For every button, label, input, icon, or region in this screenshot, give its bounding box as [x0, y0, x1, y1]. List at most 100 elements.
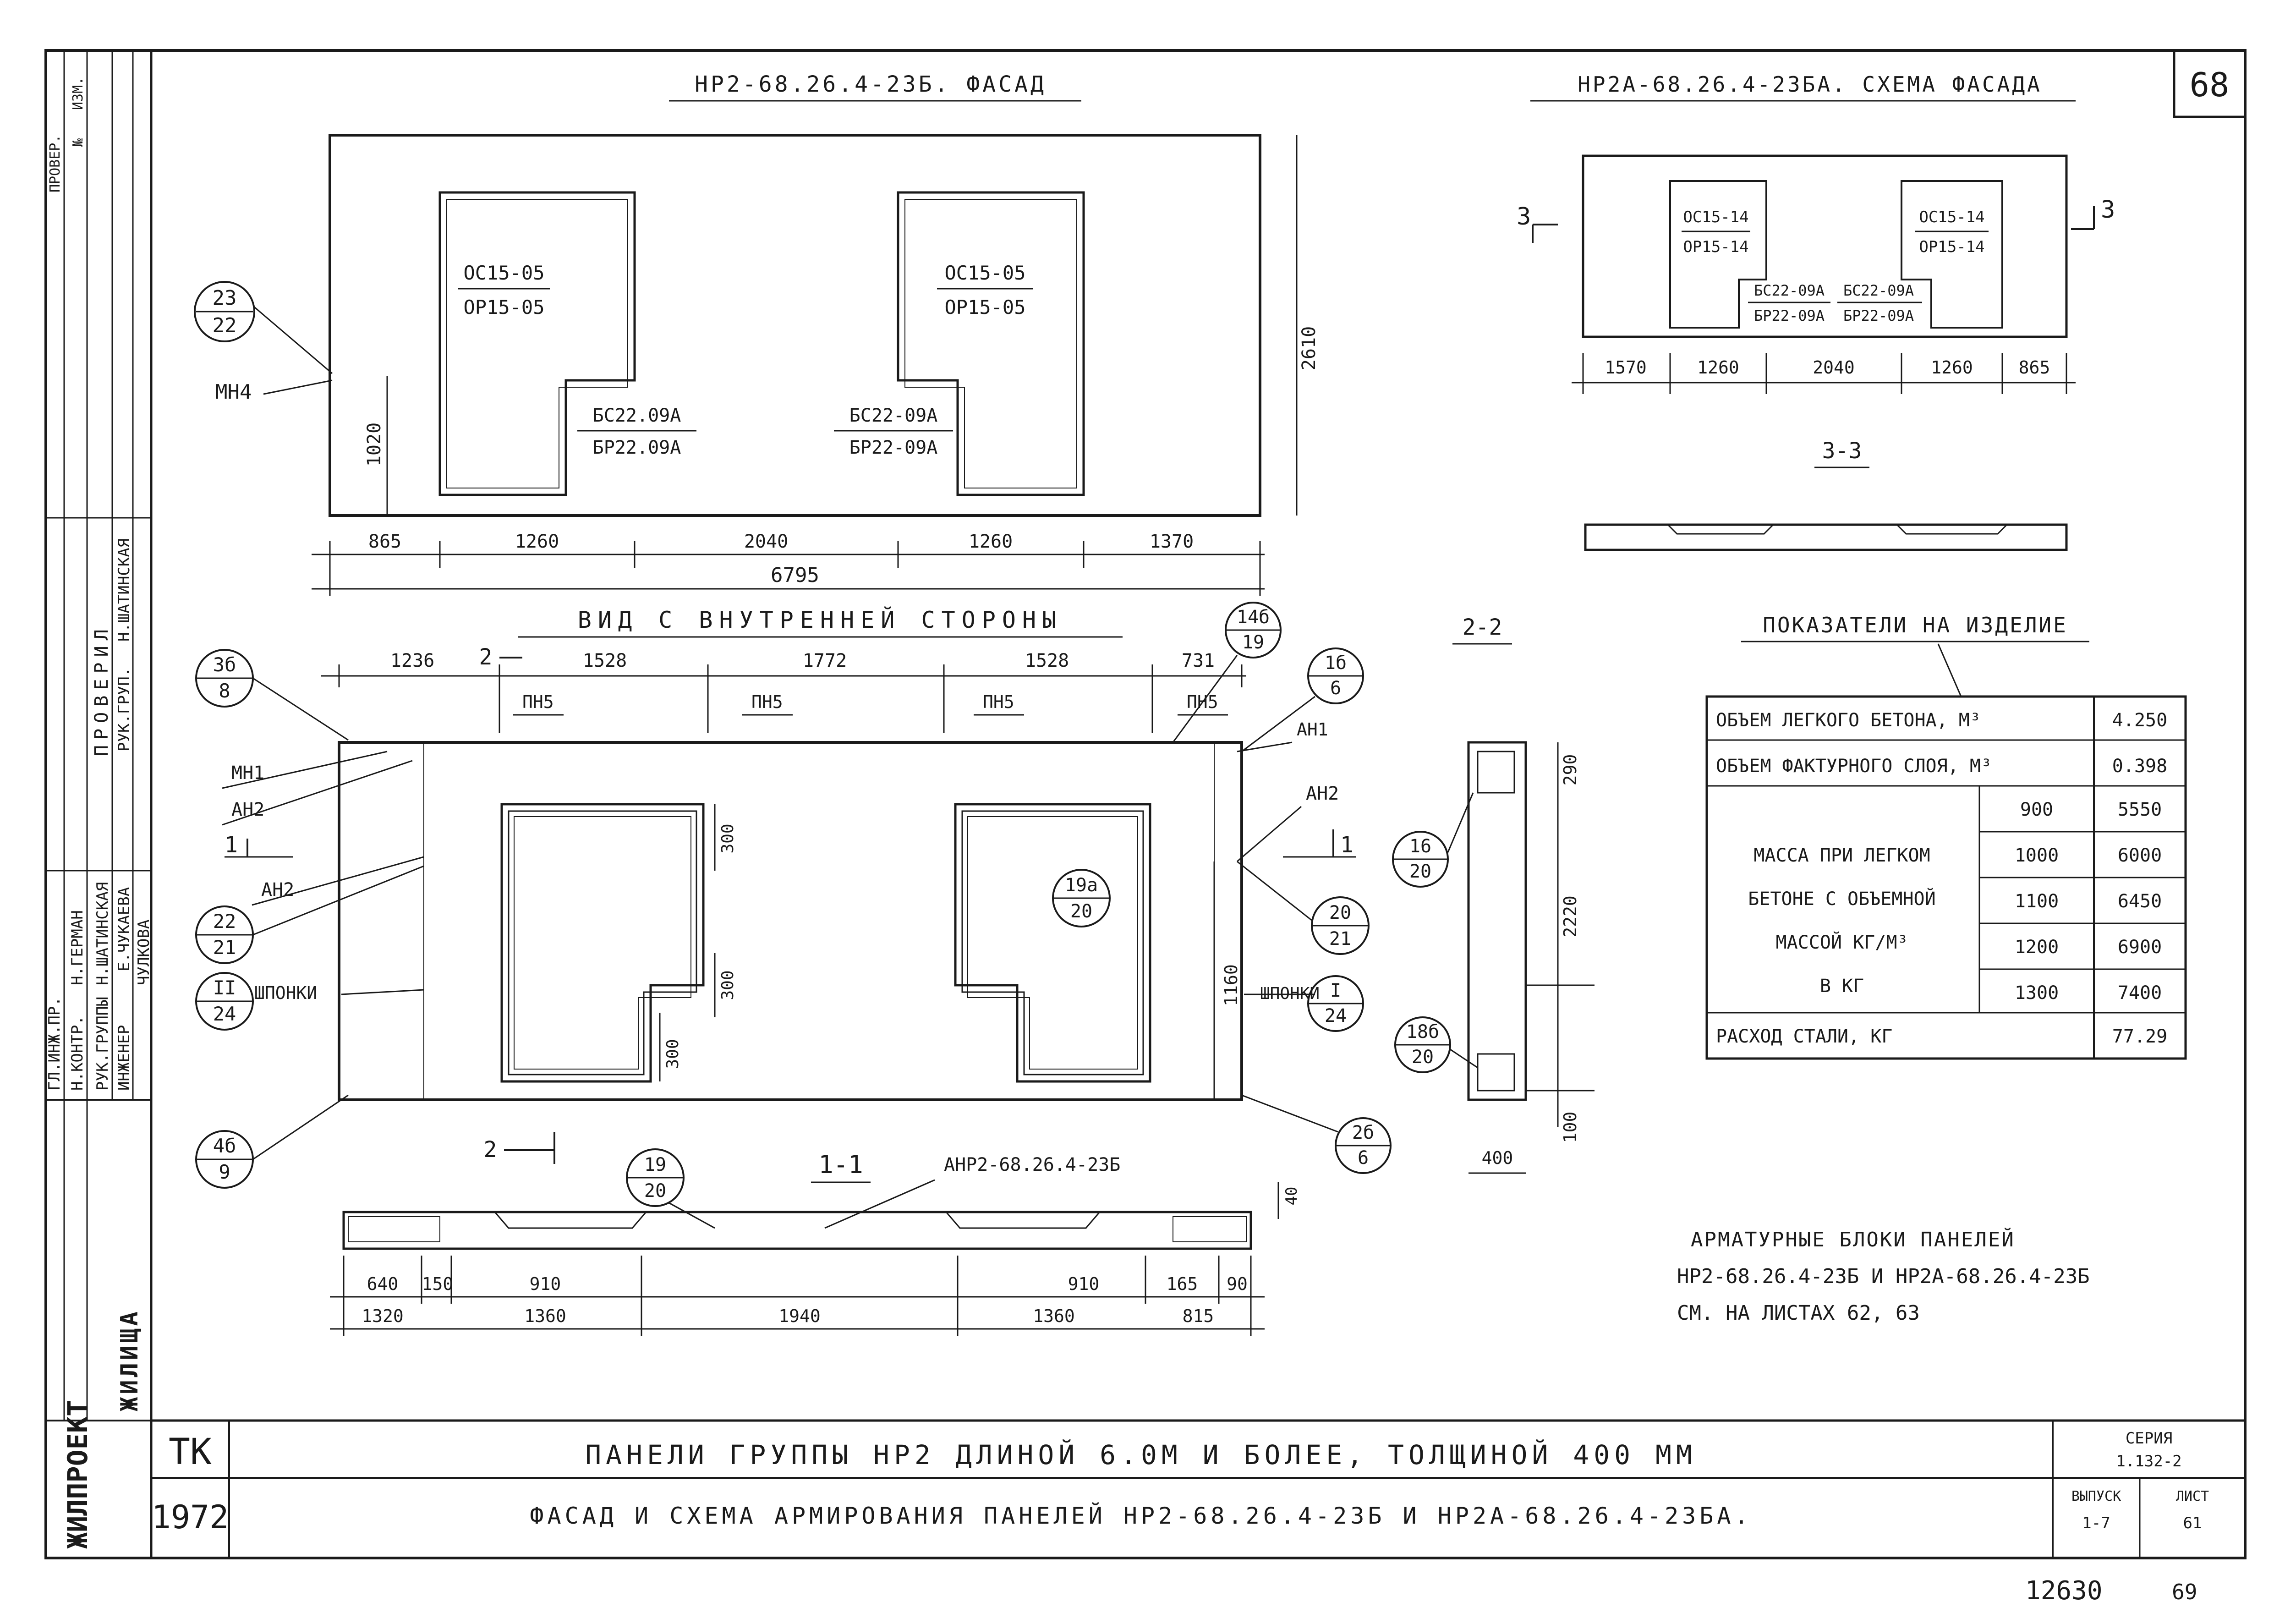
interior-title: ВИД С ВНУТРЕННЕЙ СТОРОНЫ	[578, 606, 1063, 633]
interior-dim-4: 1528	[1025, 650, 1069, 671]
section-11-bottom-dim-5: 815	[1183, 1306, 1214, 1326]
scheme-left-top: ОС15-14	[1683, 208, 1748, 226]
interior-dim-300-b: 300	[718, 970, 737, 1000]
section-11-bottom-dim-2: 1360	[524, 1306, 566, 1326]
callout-5-bottom: 19	[1242, 632, 1264, 653]
title-year: 1972	[152, 1498, 229, 1536]
sheet-label: ЛИСТ	[2176, 1488, 2209, 1504]
scheme-door1-bottom: БР22-09А	[1754, 307, 1825, 324]
facade-door-left-bottom: БР22.09А	[593, 437, 681, 458]
section-11-top-dim-3: 910	[530, 1274, 561, 1294]
facade-dim-2: 1260	[515, 531, 559, 552]
pn-label-1: ПН5	[522, 692, 554, 712]
sheet-number-box	[2173, 49, 2247, 118]
interior-cut-mark-bottom: 2	[484, 1137, 497, 1163]
interior-panel	[338, 741, 1243, 1101]
mass-label-2: БЕТОНЕ С ОБЪЕМНОЙ	[1748, 888, 1935, 910]
callout-23-22	[194, 281, 255, 342]
interior-dim-1160: 1160	[1221, 964, 1241, 1006]
section-22-callout-b	[1394, 1016, 1451, 1073]
callout-7-bottom: 20	[1070, 901, 1092, 922]
callout-7-top: 19а	[1065, 875, 1098, 896]
steel-value: 77.29	[2112, 1026, 2167, 1047]
scheme-title: НР2А-68.26.4-23БА. СХЕМА ФАСАДА	[1578, 72, 2042, 97]
section-11-title: 1-1	[818, 1150, 863, 1179]
section-22-dim-290: 290	[1560, 754, 1580, 786]
callout-6-top: 1б	[1325, 653, 1347, 674]
facade-dim-3: 2040	[744, 531, 788, 552]
interior-dim-5: 731	[1182, 650, 1215, 671]
mass-density-2: 1000	[2015, 845, 2059, 866]
interior-dim-2: 1528	[583, 650, 627, 671]
facade-door-left-top: БС22.09А	[593, 405, 681, 426]
section-22-callout-b-top: 18б	[1406, 1021, 1439, 1042]
section-11-top-dim-2: 150	[422, 1274, 454, 1294]
section-11-top-dim-4: 910	[1068, 1274, 1100, 1294]
stamp-name-4: ЧУЛКОВА	[135, 920, 153, 985]
facade-panel	[329, 134, 1261, 517]
scheme-door2-top: БС22-09А	[1843, 282, 1914, 299]
indicators-title: ПОКАЗАТЕЛИ НА ИЗДЕЛИЕ	[1763, 613, 2068, 637]
stamp-checked-role: РУК.ГРУП.	[115, 667, 133, 752]
scheme-cut-left: 3	[1517, 203, 1531, 230]
mass-value-3: 6450	[2118, 891, 2162, 912]
facade-callout-top: 23	[213, 286, 237, 310]
mass-density-1: 900	[2020, 799, 2053, 820]
org-logo: ЖИЛПРОЕКТ	[62, 1400, 94, 1549]
sheet-frame	[44, 49, 2247, 1559]
facade-dim-5: 1370	[1150, 531, 1194, 552]
section-33-profile	[1584, 523, 2068, 551]
series-value: 1.132-2	[2116, 1452, 2181, 1470]
callout-9-bottom: 24	[1325, 1005, 1347, 1026]
scheme-left-bottom: ОР15-14	[1683, 238, 1748, 256]
section-22-title: 2-2	[1463, 614, 1502, 640]
section-11-profile	[342, 1211, 1252, 1250]
interior-dim-3: 1772	[803, 650, 847, 671]
callout-10-top: 2б	[1352, 1122, 1374, 1143]
mass-value-2: 6000	[2118, 845, 2162, 866]
indicator-row-2-value: 0.398	[2112, 756, 2167, 777]
scheme-dim-5: 865	[2019, 357, 2050, 378]
mass-value-5: 7400	[2118, 982, 2162, 1004]
an2-label-left: АН2	[231, 799, 264, 820]
scheme-door1-top: БС22-09А	[1754, 282, 1825, 299]
interior-cut-mark: 2	[479, 644, 493, 670]
scheme-door2-bottom: БР22-09А	[1843, 307, 1914, 324]
callout-5-top: 14б	[1237, 607, 1270, 628]
section-11-top-dim-6: 90	[1227, 1274, 1248, 1294]
stamp-checked-name: Н.ШАТИНСКАЯ	[115, 538, 133, 642]
callout-6-bottom: 6	[1330, 678, 1341, 699]
callout-10-bottom: 6	[1358, 1147, 1369, 1169]
section-22-dim-400: 400	[1482, 1148, 1513, 1168]
mass-density-5: 1300	[2015, 982, 2059, 1004]
steel-label: РАСХОД СТАЛИ, КГ	[1716, 1026, 1892, 1047]
scheme-dim-ticks	[1582, 353, 2067, 394]
stamp-top-1: ПРОВЕР.	[47, 135, 63, 192]
section-33-title: 3-3	[1822, 438, 1862, 464]
callout-1-bottom: 8	[219, 680, 230, 702]
facade-window-left-bottom: ОР15-05	[463, 296, 544, 318]
scheme-dim-3: 2040	[1813, 357, 1855, 378]
scheme-right-top: ОС15-14	[1919, 208, 1984, 226]
interior-dim-ticks	[338, 664, 1243, 733]
facade-dim-1: 865	[368, 531, 401, 552]
callout-3-top: II	[213, 977, 236, 999]
callout-8-top: 20	[1329, 902, 1351, 923]
scheme-cut-right: 3	[2101, 196, 2115, 224]
facade-door-right-top: БС22-09А	[849, 405, 938, 426]
section-11-bottom-dim-3: 1940	[778, 1306, 821, 1326]
an2-label-right: АН2	[1306, 783, 1339, 804]
indicators-table	[1705, 695, 2187, 1060]
facade-window-left-top: ОС15-05	[463, 262, 544, 284]
mass-value-4: 6900	[2118, 937, 2162, 958]
cut11-right: 1	[1340, 832, 1353, 858]
stamp-name-3: Е.ЧУКАЕВА	[115, 887, 133, 971]
note-line-2: НР2-68.26.4-23Б И НР2А-68.26.4-23Б	[1677, 1265, 2090, 1288]
callout-11-top: 19	[644, 1154, 666, 1175]
pn-label-3: ПН5	[983, 692, 1014, 712]
series-label: СЕРИЯ	[2126, 1429, 2172, 1448]
section-11-top-dim-1: 640	[367, 1274, 399, 1294]
indicator-row-2-label: ОБЪЕМ ФАКТУРНОГО СЛОЯ, М³	[1716, 756, 1992, 777]
facade-window-right-bottom: ОР15-05	[944, 296, 1025, 318]
